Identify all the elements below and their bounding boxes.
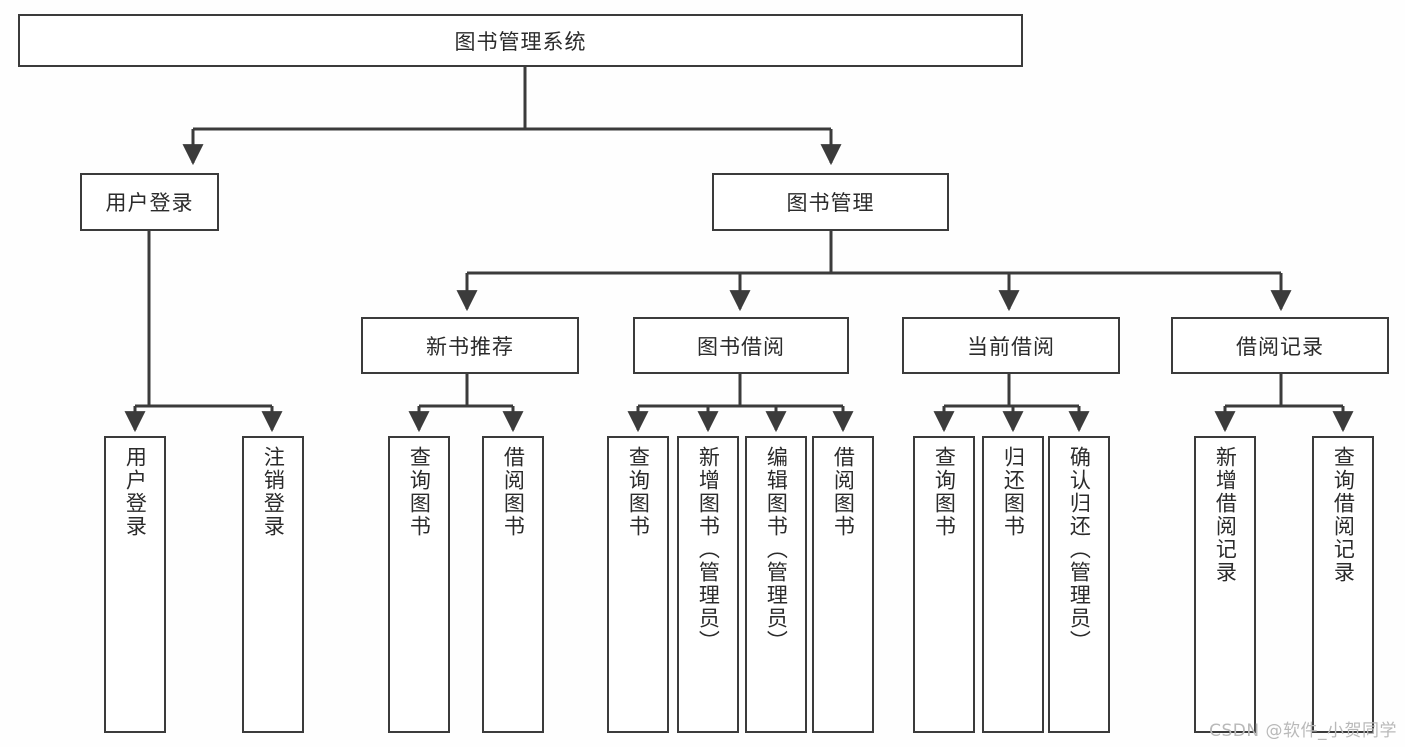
node-leaf-0[interactable]: 用户登录 — [104, 436, 166, 733]
node-label: 新书推荐 — [426, 334, 514, 359]
node-leaf-7[interactable]: 借阅图书 — [812, 436, 874, 733]
node-leaf-8[interactable]: 查询图书 — [913, 436, 975, 733]
node-leaf-4[interactable]: 查询图书 — [607, 436, 669, 733]
node-label: 用户登录 — [123, 446, 148, 538]
node-label: 新增图书（管理员） — [696, 446, 721, 653]
node-label: 查询图书 — [932, 446, 957, 538]
node-level3-2[interactable]: 当前借阅 — [902, 317, 1120, 374]
node-level3-0[interactable]: 新书推荐 — [361, 317, 579, 374]
node-level2-0[interactable]: 用户登录 — [80, 173, 219, 231]
node-leaf-6[interactable]: 编辑图书（管理员） — [745, 436, 807, 733]
node-level3-3[interactable]: 借阅记录 — [1171, 317, 1389, 374]
node-label: 查询借阅记录 — [1331, 446, 1356, 584]
node-label: 归还图书 — [1001, 446, 1026, 538]
node-label: 用户登录 — [105, 191, 194, 215]
node-label: 图书借阅 — [697, 334, 785, 359]
node-leaf-10[interactable]: 确认归还（管理员） — [1048, 436, 1110, 733]
node-label: 确认归还（管理员） — [1067, 446, 1092, 653]
node-label: 查询图书 — [407, 446, 432, 538]
node-leaf-5[interactable]: 新增图书（管理员） — [677, 436, 739, 733]
node-label: 图书管理系统 — [454, 29, 587, 54]
watermark-label: CSDN @软件_小贺同学 — [1209, 721, 1397, 741]
node-label: 编辑图书（管理员） — [764, 446, 789, 653]
node-leaf-9[interactable]: 归还图书 — [982, 436, 1044, 733]
node-level2-1[interactable]: 图书管理 — [712, 173, 949, 231]
node-label: 注销登录 — [261, 446, 286, 538]
node-label: 借阅记录 — [1236, 334, 1324, 359]
node-leaf-11[interactable]: 新增借阅记录 — [1194, 436, 1256, 733]
node-label: 当前借阅 — [967, 334, 1055, 359]
node-label: 借阅图书 — [831, 446, 856, 538]
node-label: 查询图书 — [626, 446, 651, 538]
node-label: 图书管理 — [786, 191, 875, 215]
node-label: 借阅图书 — [501, 446, 526, 538]
node-leaf-12[interactable]: 查询借阅记录 — [1312, 436, 1374, 733]
node-root[interactable]: 图书管理系统 — [18, 14, 1023, 67]
node-leaf-3[interactable]: 借阅图书 — [482, 436, 544, 733]
node-level3-1[interactable]: 图书借阅 — [633, 317, 849, 374]
node-leaf-1[interactable]: 注销登录 — [242, 436, 304, 733]
node-label: 新增借阅记录 — [1213, 446, 1238, 584]
node-leaf-2[interactable]: 查询图书 — [388, 436, 450, 733]
